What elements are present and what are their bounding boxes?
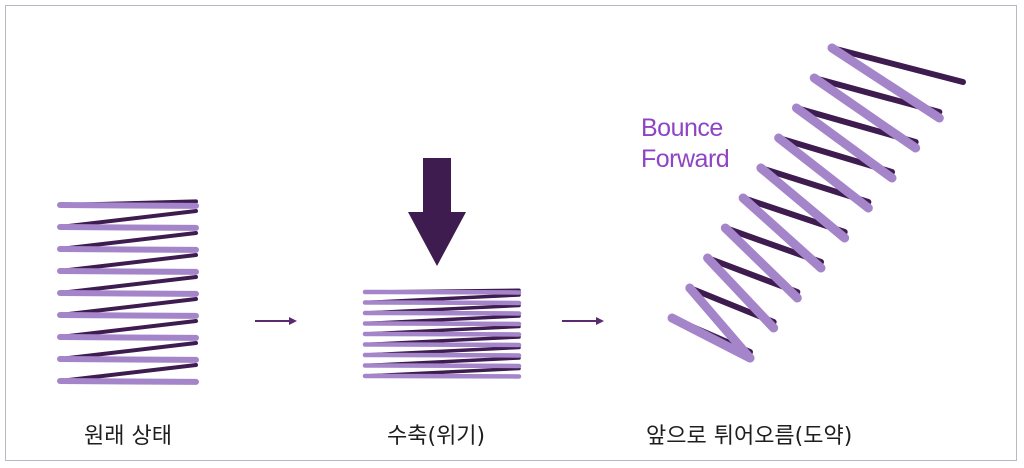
spring-front-coil xyxy=(57,378,199,385)
spring-front-coil xyxy=(809,73,921,153)
bounce-forward-annotation: Bounce Forward xyxy=(641,113,730,175)
spring-original xyxy=(57,199,199,385)
bounce-annotation-line1: Bounce xyxy=(641,114,723,142)
diagram-frame xyxy=(5,5,1017,461)
spring-front-coil xyxy=(57,312,199,319)
spring-front-coil xyxy=(738,193,826,273)
right-arrow-icon xyxy=(562,317,604,325)
spring-front-coil xyxy=(667,313,755,363)
spring-compressed xyxy=(362,288,522,379)
spring-front-coil xyxy=(57,290,199,297)
right-arrow-icon xyxy=(255,317,297,325)
spring-front-coil xyxy=(57,356,199,363)
spring-front-coil xyxy=(57,268,199,275)
label-original-state: 원래 상태 xyxy=(84,424,172,449)
bounce-annotation-line2: Forward xyxy=(641,145,730,173)
spring-bounce xyxy=(667,43,966,363)
spring-front-coil xyxy=(685,283,755,363)
spring-front-coil xyxy=(57,334,199,341)
spring-front-coil xyxy=(827,43,944,123)
spring-front-coil xyxy=(57,202,199,209)
spring-front-coil xyxy=(57,246,199,253)
spring-front-coil xyxy=(791,103,897,183)
spring-front-coil xyxy=(774,133,873,213)
label-bounce-state: 앞으로 튀어오름(도약) xyxy=(646,424,853,449)
spring-front-coil xyxy=(703,253,779,333)
spring-front-coil xyxy=(57,224,199,231)
spring-front-coil xyxy=(720,223,802,303)
spring-front-coil xyxy=(756,163,850,243)
down-arrow-icon xyxy=(408,158,466,266)
label-compressed-state: 수축(위기) xyxy=(387,424,486,449)
spring-back-coil xyxy=(829,45,966,85)
